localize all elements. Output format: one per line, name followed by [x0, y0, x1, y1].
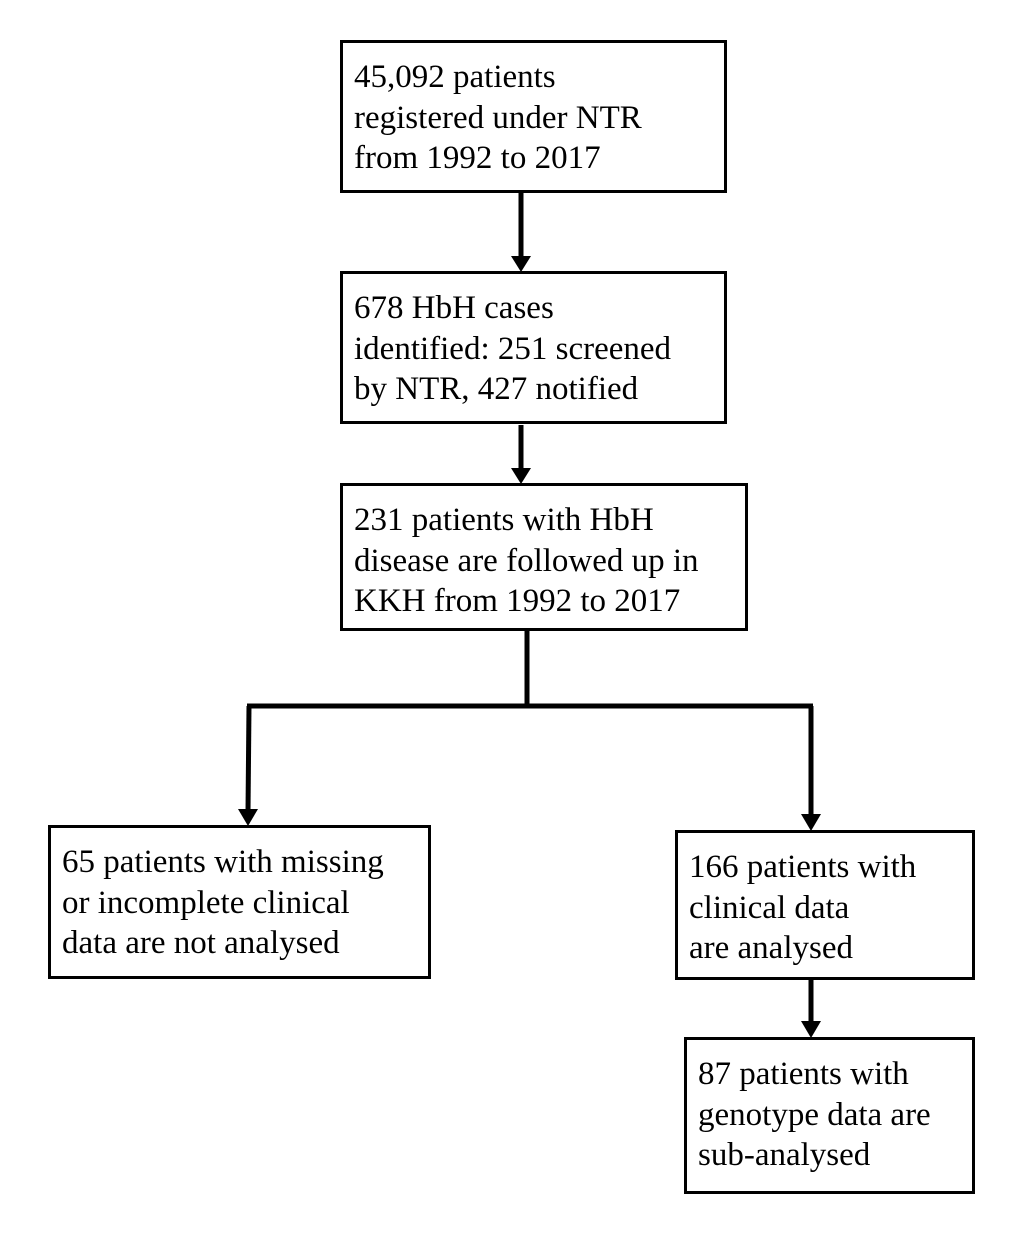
- node-text-line: clinical data: [689, 889, 850, 926]
- node-text-line: or incomplete clinical: [62, 884, 350, 921]
- node-sub-analysed: 87 patients with genotype data are sub-a…: [684, 1037, 975, 1194]
- arrow-split-to-not-analysed: [245, 705, 252, 813]
- node-analysed: 166 patients with clinical data are anal…: [675, 830, 975, 980]
- node-identified: 678 HbH cases identified: 251 screened b…: [340, 271, 727, 424]
- arrowhead-split-to-analysed: [801, 814, 821, 831]
- node-text-line: sub-analysed: [698, 1137, 871, 1173]
- arrowhead-identified-to-followed: [511, 468, 531, 484]
- node-not-analysed: 65 patients with missing or incomplete c…: [48, 825, 431, 979]
- node-text-line: registered under NTR: [354, 99, 642, 136]
- node-registered: 45,092 patients registered under NTR fro…: [340, 40, 727, 193]
- node-text-line: 87 patients with: [698, 1056, 909, 1092]
- node-text-line: data are not analysed: [62, 925, 340, 961]
- node-text-line: 678 HbH cases: [354, 290, 554, 326]
- node-text-line: from 1992 to 2017: [354, 140, 601, 176]
- node-text-line: 166 patients with: [689, 849, 917, 885]
- node-text-line: 65 patients with missing: [62, 844, 384, 880]
- node-text-line: by NTR, 427 notified: [354, 371, 639, 407]
- node-followed: 231 patients with HbH disease are follow…: [340, 483, 748, 631]
- node-text-line: disease are followed up in: [354, 542, 699, 579]
- node-text-line: are analysed: [689, 930, 853, 966]
- arrowhead-split-to-not-analysed: [238, 809, 258, 826]
- node-text-line: 45,092 patients: [354, 59, 556, 95]
- node-text-line: genotype data are: [698, 1096, 931, 1133]
- node-text-line: 231 patients with HbH: [354, 502, 654, 538]
- node-text-line: identified: 251 screened: [354, 330, 672, 367]
- arrowhead-registered-to-identified: [511, 256, 531, 272]
- arrowhead-analysed-to-sub-analysed: [801, 1021, 821, 1038]
- node-text-line: KKH from 1992 to 2017: [354, 583, 681, 619]
